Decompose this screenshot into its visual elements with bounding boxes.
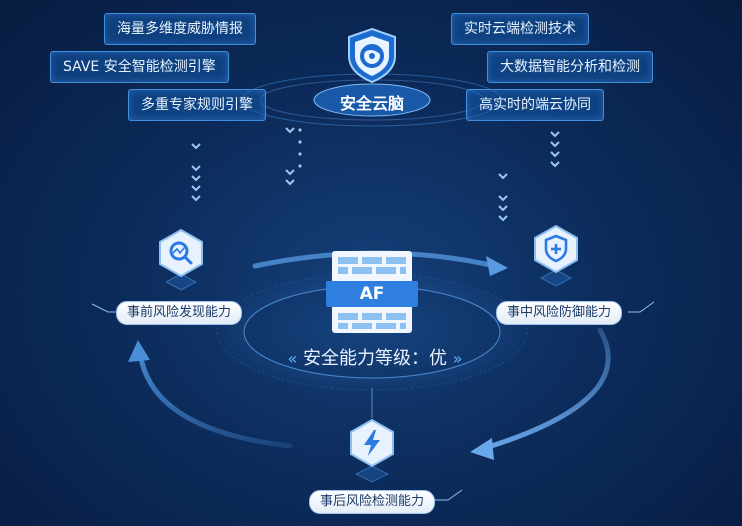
lightning-icon: [349, 418, 395, 472]
security-level: « 安全能力等级：优 »: [280, 344, 470, 370]
icon-bases: [164, 269, 573, 483]
capability-mid-event: 事中风险防御能力: [496, 301, 623, 325]
feature-tag-realtime-cloud: 实时云端检测技术: [451, 13, 589, 45]
magnifier-chart-icon: [158, 228, 204, 282]
down-arrows-left: [191, 127, 295, 202]
double-chevron-left-icon: «: [287, 349, 298, 368]
af-firewall-device: AF: [326, 251, 418, 333]
double-chevron-right-icon: »: [452, 349, 463, 368]
capability-post-event: 事后风险检测能力: [309, 490, 436, 514]
shield-swirl-icon: [343, 26, 401, 88]
down-dots-center: [298, 128, 302, 168]
down-arrows-right: [498, 131, 560, 222]
security-level-text: 安全能力等级：优: [303, 348, 447, 369]
feature-tag-save-engine: SAVE 安全智能检测引擎: [50, 51, 229, 83]
feature-tag-expert-rules: 多重专家规则引擎: [128, 89, 266, 121]
feature-tag-edge-cloud: 高实时的端云协同: [466, 89, 604, 121]
feature-tag-bigdata: 大数据智能分析和检测: [487, 51, 653, 83]
af-label: AF: [359, 284, 385, 304]
cloud-brain-title: 安全云脑: [339, 94, 404, 113]
pill-connectors: [91, 301, 655, 501]
feature-tag-threat-intel: 海量多维度威胁情报: [104, 13, 256, 45]
capability-pre-event: 事前风险发现能力: [116, 301, 243, 325]
shield-plus-icon: [533, 224, 579, 278]
